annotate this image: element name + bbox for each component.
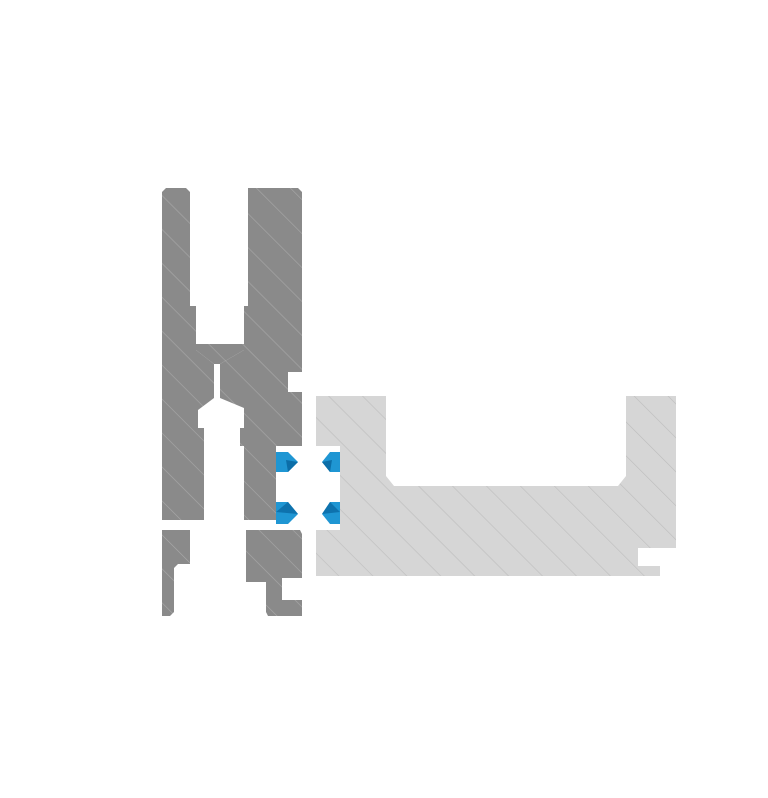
- frame-profile-left: [162, 188, 302, 616]
- frame-right-foot: [246, 530, 302, 616]
- frame-left-leg: [162, 188, 214, 520]
- gasket-top-left: [276, 452, 298, 472]
- gasket-top-right: [322, 452, 340, 472]
- gasket-bottom-left: [276, 502, 298, 524]
- frame-right-leg: [220, 188, 302, 520]
- sash-body: [316, 396, 676, 576]
- seal-gaskets: [276, 452, 340, 524]
- frame-bridge: [196, 344, 244, 364]
- frame-left-foot: [162, 530, 190, 616]
- gasket-bottom-right: [322, 502, 340, 524]
- sash-profile-right: [316, 396, 676, 576]
